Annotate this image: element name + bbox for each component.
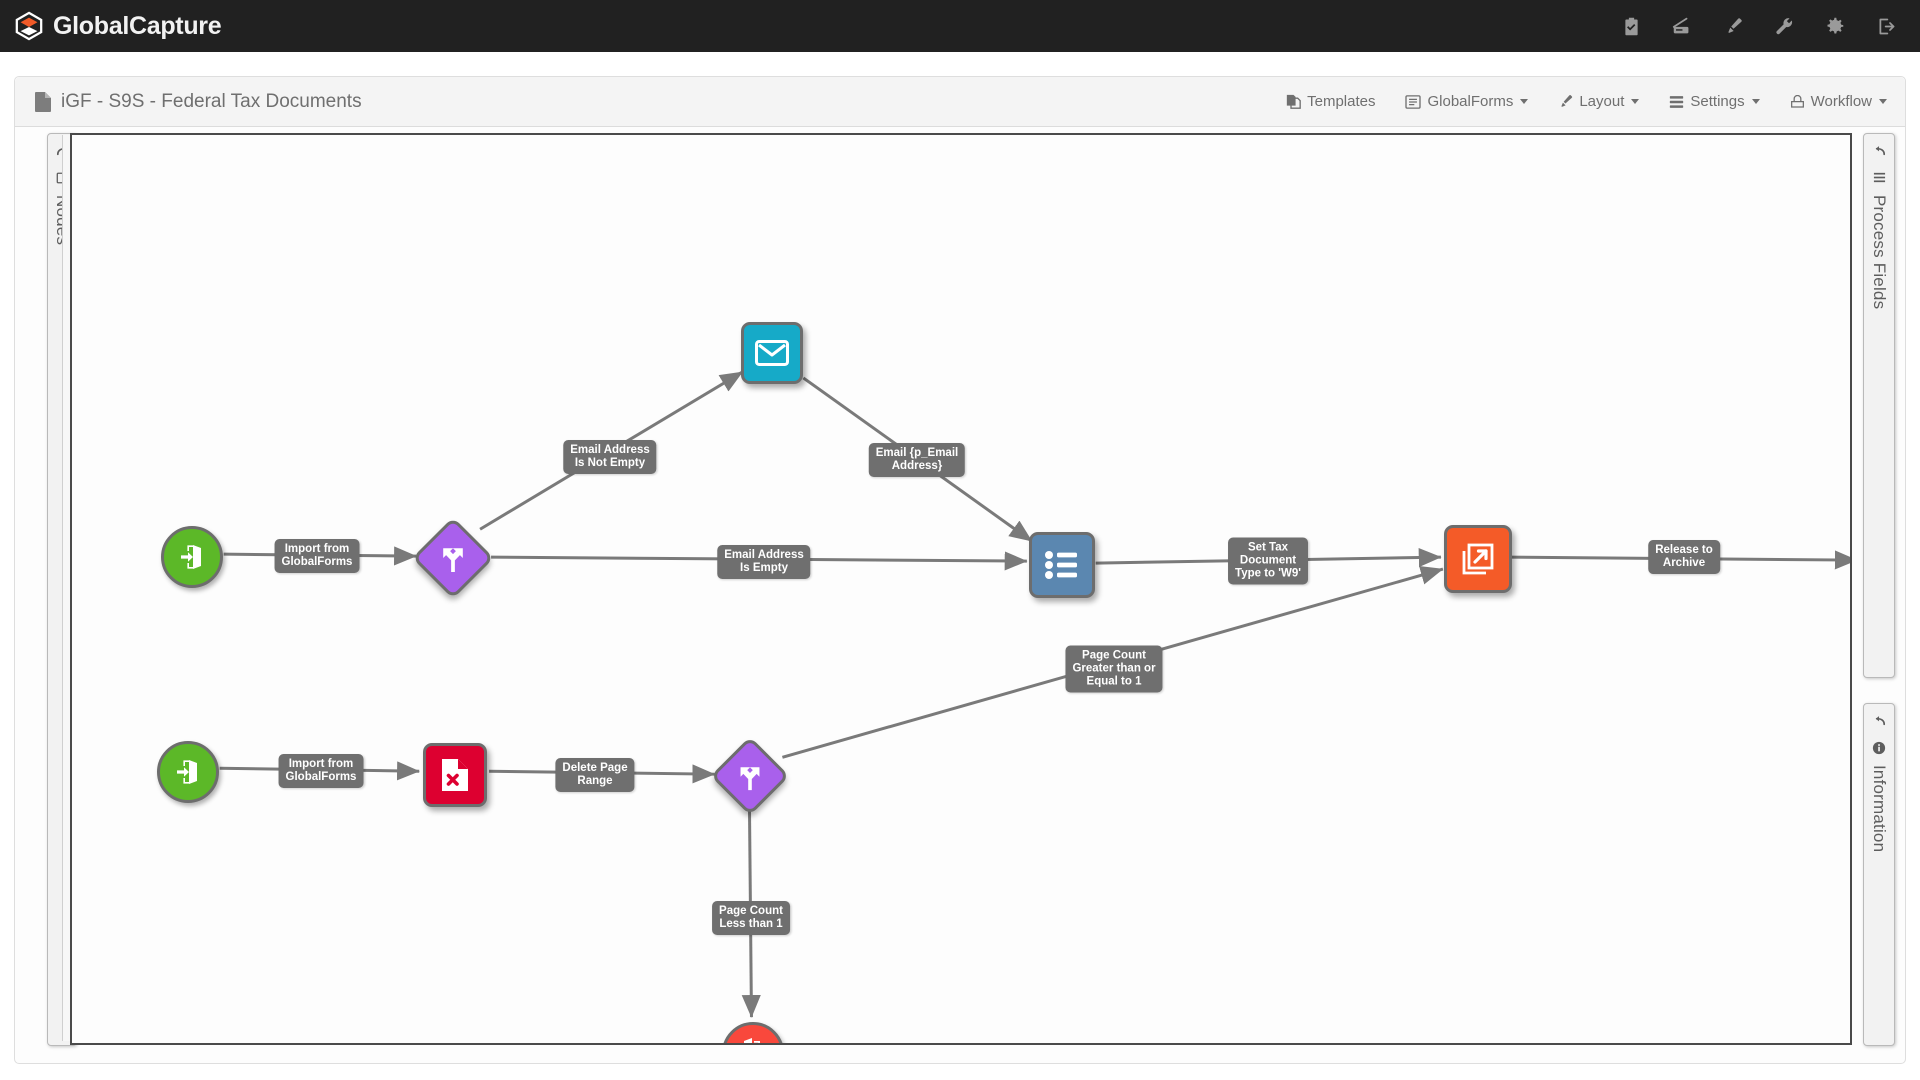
page-title-group: iGF - S9S - Federal Tax Documents [35,91,362,113]
enter-door-icon [177,542,207,572]
edge-label[interactable]: Email {p_Email Address} [868,443,966,477]
node-delete-pages-1[interactable] [423,743,487,807]
node-field-list-1[interactable] [1029,532,1095,598]
curved-arrow-icon [1871,143,1888,160]
menu-item-workflow[interactable]: Workflow [1790,93,1887,110]
canvas-area: Nodes Process Fields [25,133,1897,1055]
chevron-down-icon [1520,99,1529,104]
enter-door-icon [173,757,203,787]
menu-label: Settings [1690,93,1745,110]
panel-header: iGF - S9S - Federal Tax Documents Templa… [15,77,1905,127]
sidebar-label-process-fields: Process Fields [1870,195,1889,310]
export-icon [1460,541,1496,577]
edge-label[interactable]: Set Tax Document Type to 'W9' [1228,537,1308,585]
workflow-icon [1790,94,1805,109]
envelope-icon [755,340,789,366]
menu-item-templates[interactable]: Templates [1286,93,1375,110]
edge-label[interactable]: Email Address Is Empty [717,545,811,579]
list-bars-icon [1871,169,1888,186]
branch-arrows-icon [439,544,467,572]
edge-label[interactable]: Email Address Is Not Empty [563,440,657,474]
wrench-icon[interactable] [1772,14,1796,38]
menu-label: GlobalForms [1427,93,1514,110]
gear-icon[interactable] [1823,14,1847,38]
edge-label[interactable]: Page Count Less than 1 [712,901,790,935]
workflow-edges [219,370,1850,1018]
menu-label: Workflow [1810,93,1872,110]
node-start-2[interactable] [157,741,219,803]
menu-label: Templates [1307,93,1376,110]
document-icon [35,91,52,112]
brush-icon [1558,94,1573,109]
workflow-panel: iGF - S9S - Federal Tax Documents Templa… [14,76,1906,1064]
branch-arrows-icon [737,763,764,790]
menu-item-globalforms[interactable]: GlobalForms [1405,93,1529,110]
workflow-canvas[interactable]: Import from GlobalForms Email Address Is… [70,133,1852,1045]
top-bar: GlobalCapture [0,0,1920,52]
chevron-down-icon [1631,99,1640,104]
chevron-down-icon [1751,99,1760,104]
clipboard-check-icon[interactable] [1619,14,1643,38]
panel-menu: Templates GlobalForms [1286,93,1887,110]
logout-icon[interactable] [1874,14,1898,38]
sidebar-item-information[interactable]: Information [1863,703,1895,1046]
forms-icon [1405,94,1422,109]
sidebar-item-process-fields[interactable]: Process Fields [1863,133,1895,678]
scanner-icon[interactable] [1670,14,1694,38]
document-x-icon [440,758,470,792]
sidebar-label-information: Information [1870,765,1889,853]
brand[interactable]: GlobalCapture [14,11,222,41]
chevron-down-icon [1879,99,1887,104]
edge-label[interactable]: Delete Page Range [555,758,635,792]
edge-label[interactable]: Page Count Greater than or Equal to 1 [1065,645,1163,693]
paintbrush-icon[interactable] [1721,14,1745,38]
node-decision-2[interactable] [710,736,790,816]
page-title: iGF - S9S - Federal Tax Documents [61,90,362,112]
sliders-icon [1669,95,1684,109]
edge-label[interactable]: Import from GlobalForms [278,754,364,788]
menu-item-layout[interactable]: Layout [1558,93,1640,110]
top-icon-group [1619,14,1898,38]
hexagon-layers-icon [14,11,44,41]
exit-door-icon [738,1038,768,1043]
menu-item-settings[interactable]: Settings [1669,93,1760,110]
templates-icon [1286,94,1301,109]
curved-arrow-icon [1871,713,1888,730]
node-start-1[interactable] [161,526,223,588]
edge-label[interactable]: Import from GlobalForms [274,539,360,573]
brand-text: GlobalCapture [53,11,222,40]
node-end-2[interactable] [722,1022,784,1043]
menu-label: Layout [1579,93,1625,110]
edge-label[interactable]: Release to Archive [1648,540,1720,574]
info-circle-icon [1871,739,1888,756]
node-decision-1[interactable] [411,516,495,600]
node-export-1[interactable] [1444,525,1512,593]
node-email-1[interactable] [741,322,803,384]
list-icon [1044,550,1080,580]
